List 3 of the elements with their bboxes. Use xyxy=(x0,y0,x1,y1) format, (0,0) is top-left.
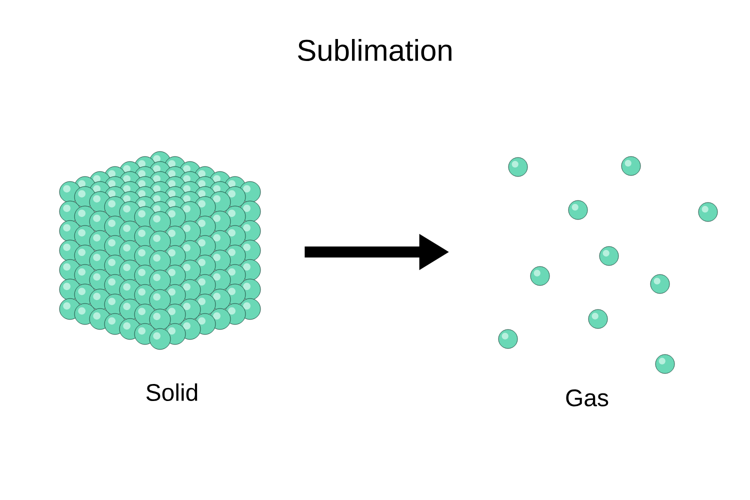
node-label: Solid xyxy=(146,383,198,402)
node-label: Gas xyxy=(566,389,608,406)
title: Sublimation xyxy=(298,38,452,62)
